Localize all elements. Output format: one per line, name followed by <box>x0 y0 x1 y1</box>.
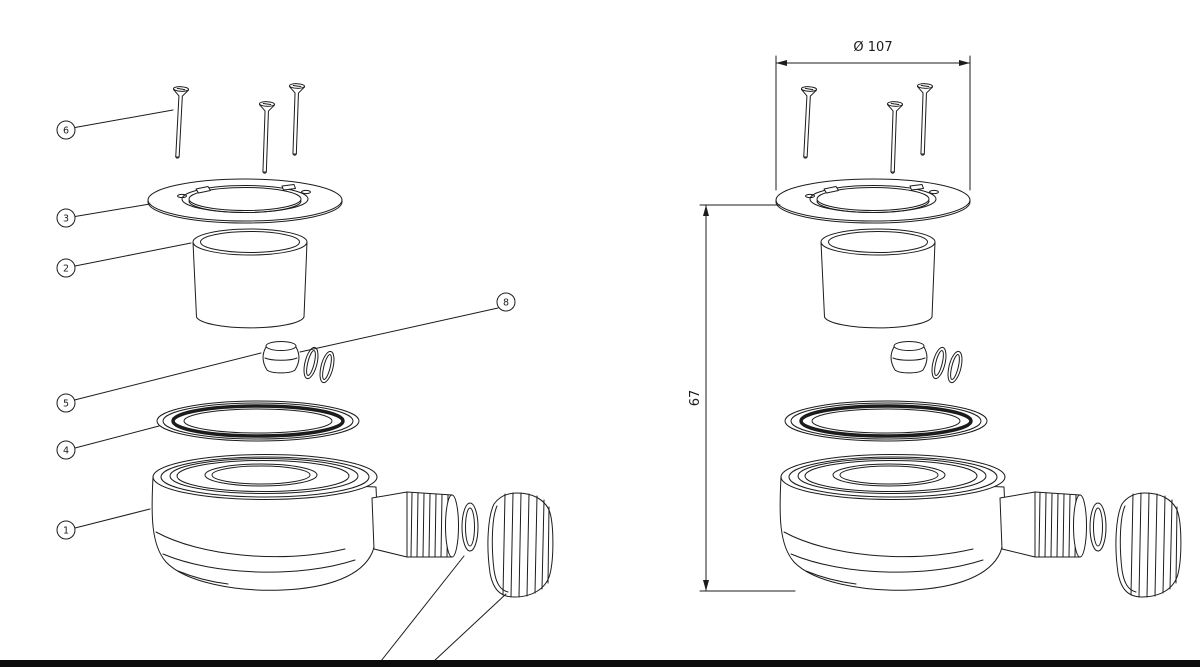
diameter-dimension-label: Ø 107 <box>853 40 892 55</box>
exploded-assembly-left <box>148 83 553 597</box>
bottom-edge-bar <box>0 660 1200 667</box>
callout-8: 8 <box>299 292 516 353</box>
dimension-height: 67 <box>688 204 796 592</box>
callout-3-label: 3 <box>63 214 69 225</box>
callout-3: 3 <box>56 203 151 228</box>
callout-8-label: 8 <box>503 298 509 309</box>
exploded-assembly-right <box>776 83 1181 597</box>
height-dimension-label: 67 <box>688 390 703 407</box>
callout-1-label: 1 <box>63 526 69 537</box>
dimension-diameter: Ø 107 <box>775 40 971 191</box>
callout-4-label: 4 <box>63 446 69 457</box>
callout-2: 2 <box>56 242 192 278</box>
callout-5: 5 <box>56 352 262 413</box>
left-exploded-view: 6 3 2 5 4 <box>56 83 553 663</box>
callout-6: 6 <box>56 109 174 140</box>
callout-6-label: 6 <box>63 126 69 137</box>
callout-2-label: 2 <box>63 264 69 275</box>
leader-lines-cutoff <box>380 555 507 663</box>
right-dimensioned-view: Ø 107 67 <box>688 40 1181 597</box>
callout-4: 4 <box>56 425 160 460</box>
callout-5-label: 5 <box>63 399 69 410</box>
callout-1: 1 <box>56 508 151 540</box>
